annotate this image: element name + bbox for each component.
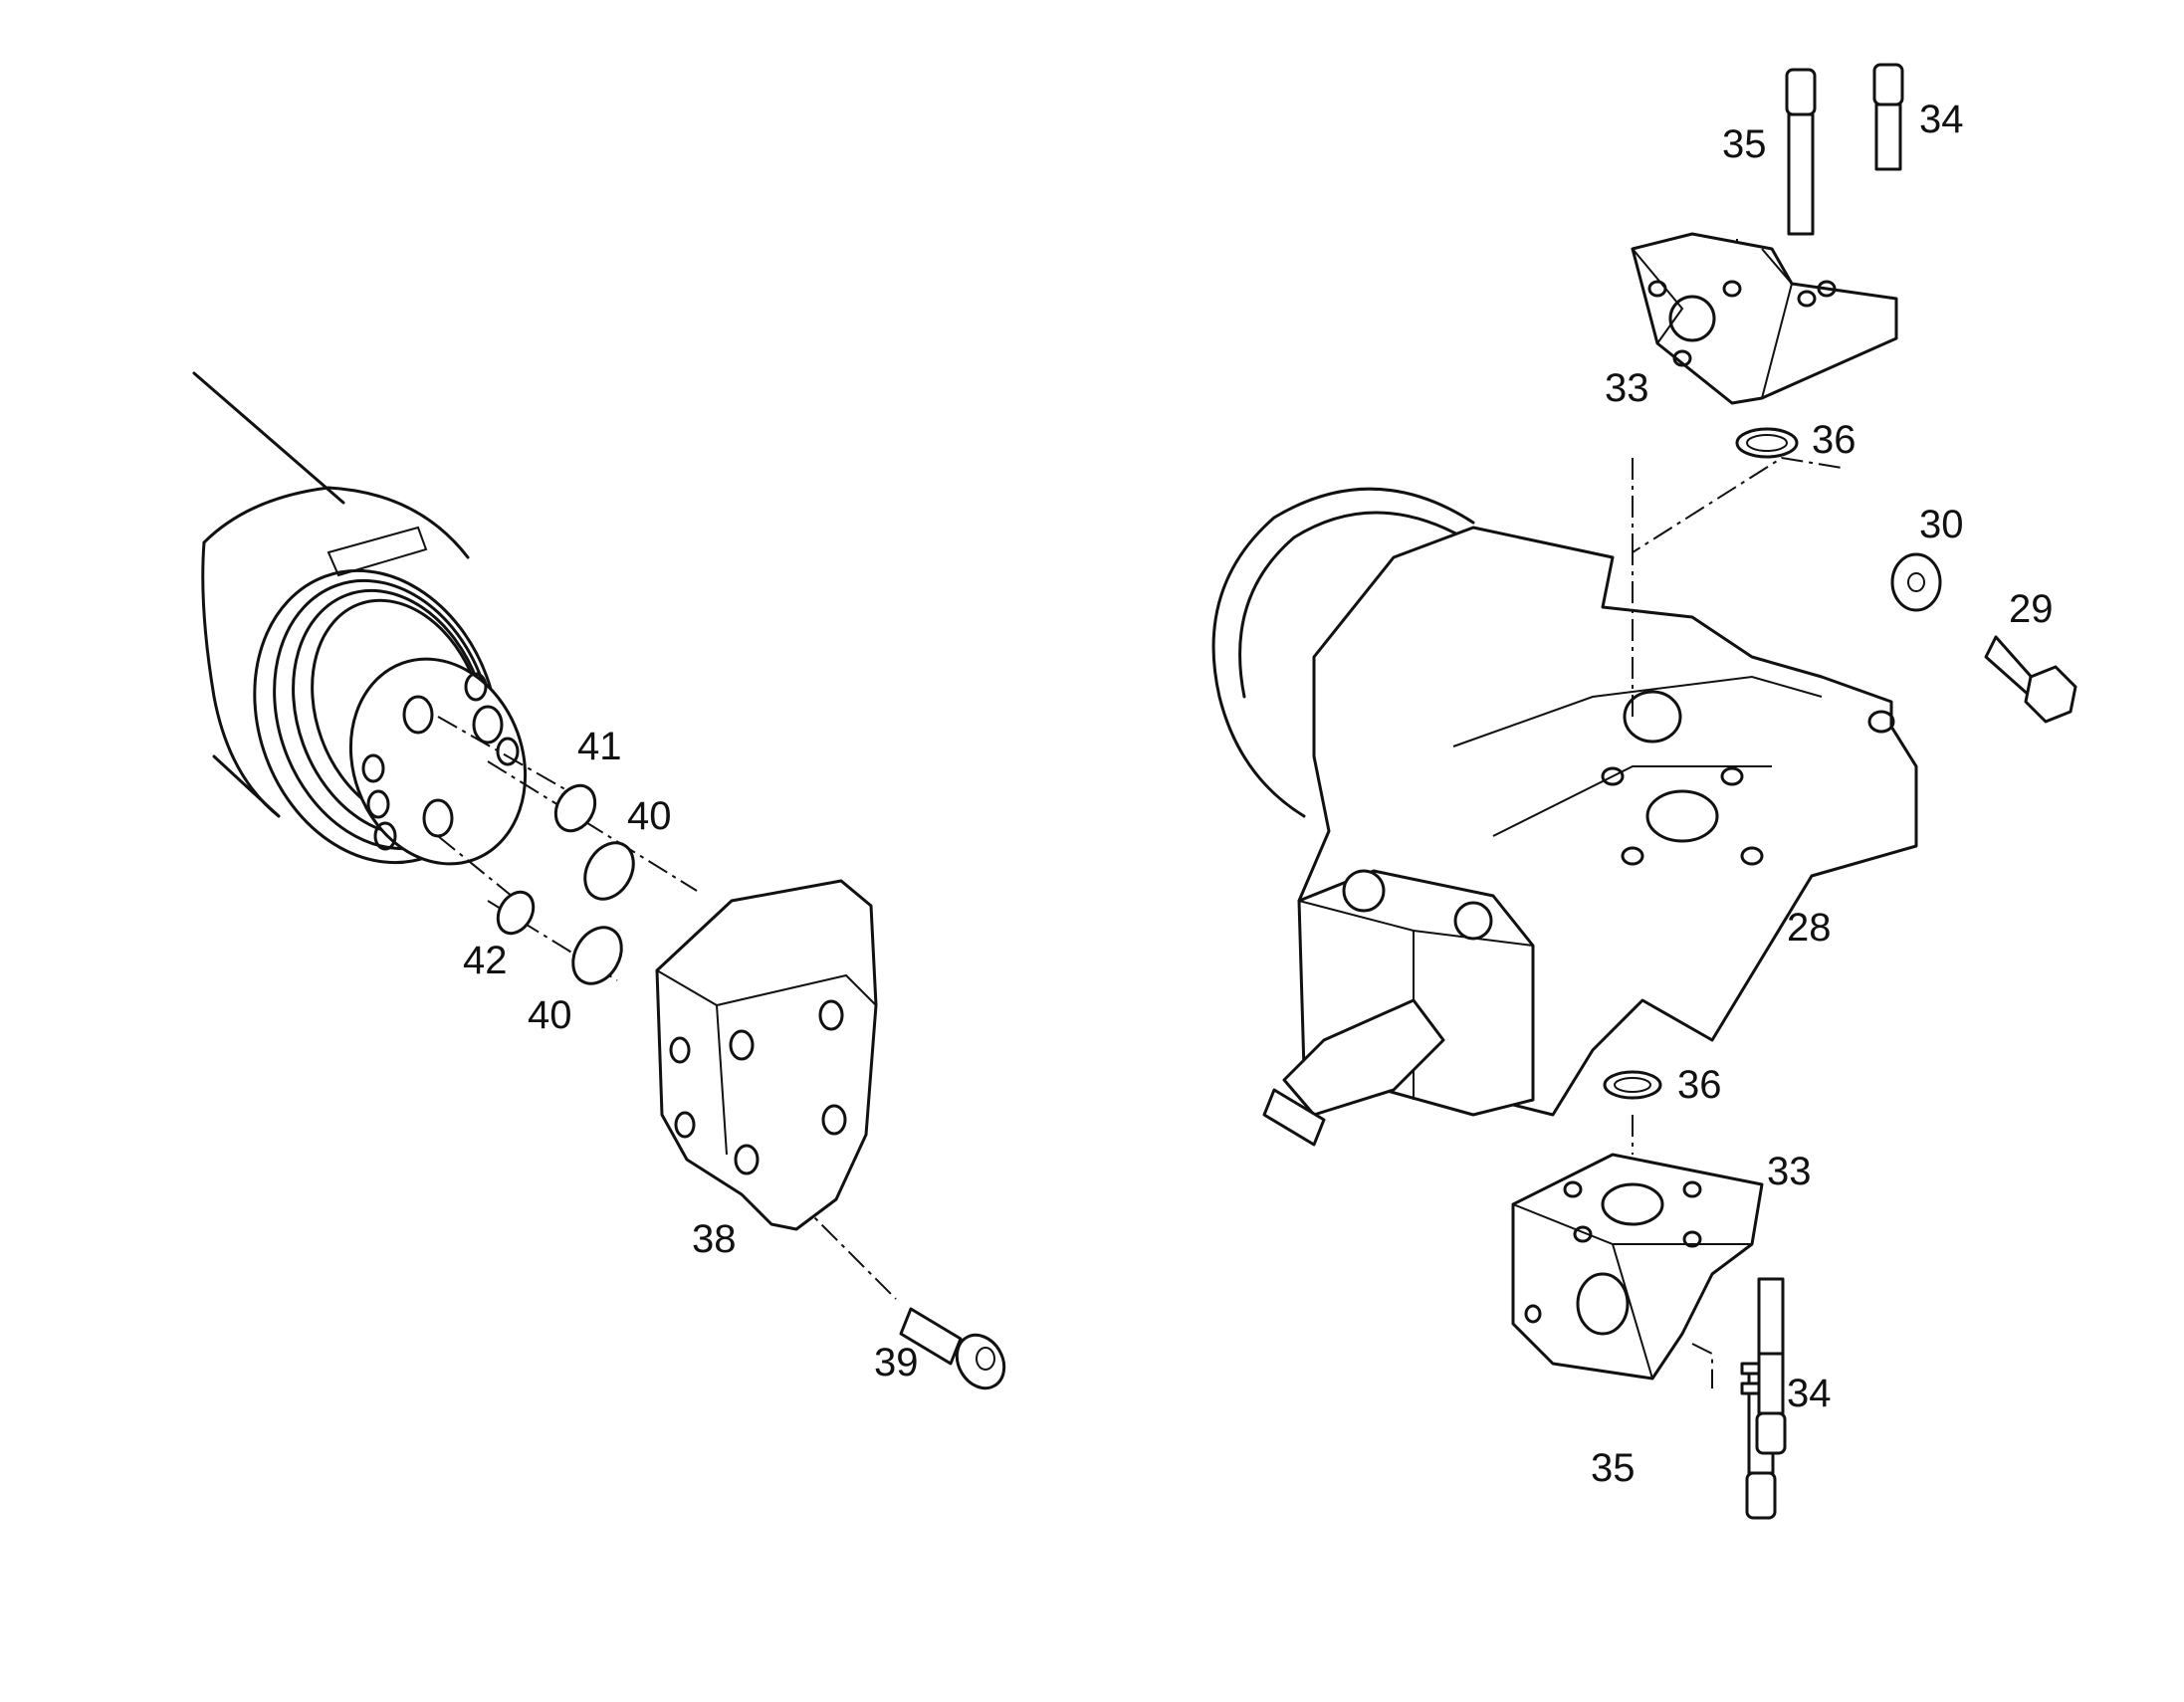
callout-36-bottom: 36 (1677, 1063, 1722, 1107)
callout-38: 38 (692, 1217, 737, 1261)
callout-39: 39 (874, 1341, 919, 1384)
seal-rings-36 (1603, 427, 1799, 1100)
callout-34-bottom: 34 (1787, 1372, 1832, 1415)
mount-block-33-bottom (1511, 1153, 1764, 1381)
callout-33-bottom: 33 (1767, 1150, 1812, 1193)
callout-41: 41 (577, 725, 622, 768)
mount-block-33-top (1631, 232, 1898, 405)
o-rings-left (496, 783, 635, 985)
callout-42: 42 (463, 939, 508, 982)
flange-plate-38 (655, 879, 878, 1231)
bolt-39 (899, 1307, 1006, 1390)
callout-35-bottom: 35 (1591, 1446, 1636, 1490)
callout-34-top: 34 (1919, 98, 1964, 141)
bolt-29 (1984, 635, 2077, 724)
callout-33-top: 33 (1605, 366, 1649, 410)
callout-40-upper: 40 (627, 794, 672, 838)
callout-40-lower: 40 (528, 993, 572, 1037)
drive-shaft-housing (192, 371, 528, 866)
callout-labels: 41 40 42 40 38 39 35 34 33 36 30 29 28 3… (463, 98, 2054, 1490)
callout-35-top: 35 (1722, 122, 1767, 166)
callout-30: 30 (1919, 503, 1964, 546)
callout-36-top: 36 (1812, 418, 1856, 462)
bolts-34-35 (1740, 63, 1904, 1520)
pump-drum (1211, 487, 1475, 818)
valve-block (1262, 869, 1535, 1147)
callout-28: 28 (1787, 906, 1832, 950)
washer-30 (1890, 552, 1942, 612)
callout-29: 29 (2009, 587, 2054, 631)
